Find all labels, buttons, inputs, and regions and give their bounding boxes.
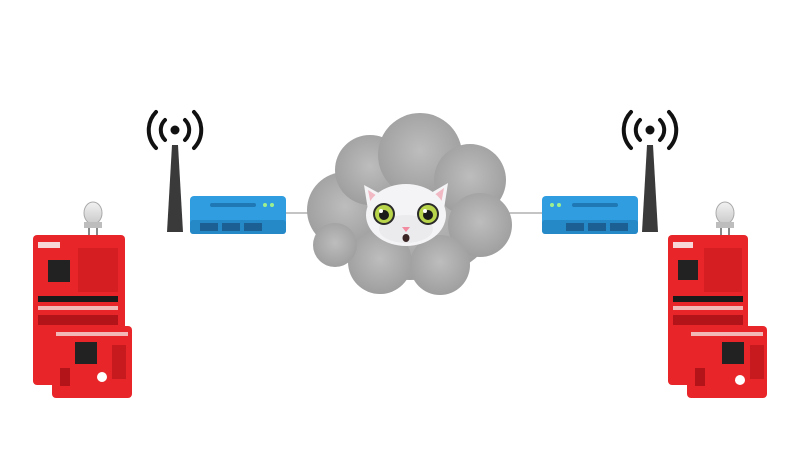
antenna — [167, 145, 183, 232]
wifi-signal-icon — [146, 110, 204, 150]
left-router — [146, 110, 286, 234]
led-bulb-icon — [715, 201, 735, 236]
led-bulb-icon — [83, 201, 103, 236]
left-device — [33, 201, 132, 398]
cloud — [307, 113, 512, 295]
right-router — [542, 110, 679, 234]
right-device — [668, 201, 767, 398]
wifi-signal-icon — [621, 110, 679, 150]
cat-face-icon — [364, 183, 448, 246]
antenna — [642, 145, 658, 232]
